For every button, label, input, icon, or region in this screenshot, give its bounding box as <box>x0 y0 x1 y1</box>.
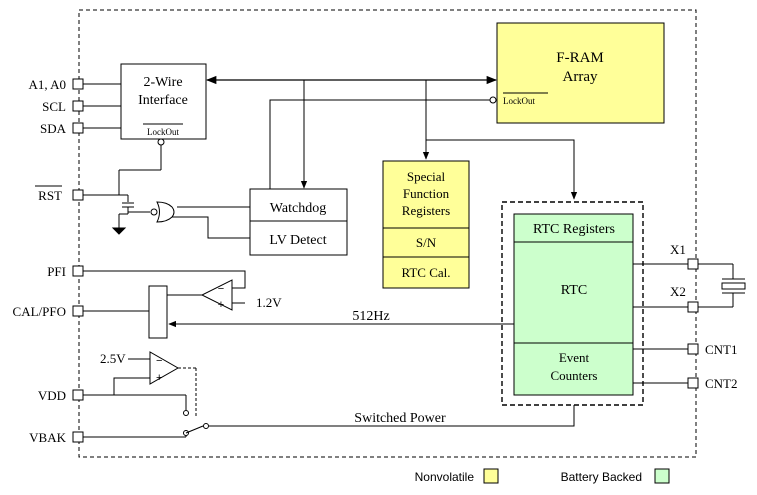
watchdog-block: Watchdog <box>249 188 348 222</box>
event-counters-block: Event Counters <box>513 342 634 396</box>
two-wire-lockout: LockOut <box>147 127 179 137</box>
pin-cnt1-label: CNT1 <box>705 342 738 357</box>
legend-nonvolatile-label: Nonvolatile <box>415 470 475 484</box>
fram-lockout-bubble <box>489 96 497 104</box>
two-wire-pin-wires <box>83 83 121 129</box>
rtc-pin-wires <box>633 263 688 384</box>
pin-a1a0: A1, A0 <box>28 77 84 92</box>
two-wire-line2: Interface <box>138 93 188 108</box>
sfr-block: Special Function Registers S/N RTC Cal. <box>382 160 470 289</box>
pin-rst-label: RST <box>38 188 62 203</box>
fram-line2: Array <box>563 69 598 85</box>
legend-nonvolatile-swatch <box>483 468 499 484</box>
pin-cnt2-label: CNT2 <box>705 376 738 391</box>
pin-scl-label: SCL <box>42 99 66 114</box>
event-counters-line2: Counters <box>551 368 598 383</box>
pin-a1a0-label: A1, A0 <box>28 77 66 92</box>
pin-vdd: VDD <box>38 388 84 403</box>
legend: Nonvolatile Battery Backed <box>415 468 670 484</box>
v12-label: 1.2V <box>256 295 282 310</box>
bus-to-rtc-arrow <box>426 139 578 200</box>
sfr-rtc-cal: RTC Cal. <box>401 265 450 280</box>
vdd-wires <box>83 358 197 438</box>
pin-sda: SDA <box>40 121 84 136</box>
pin-vdd-label: VDD <box>38 388 66 403</box>
lv-detect-block: LV Detect <box>249 220 348 256</box>
pin-pfi-label: PFI <box>47 264 66 279</box>
chip-boundary <box>78 9 697 458</box>
hz512-label: 512Hz <box>352 309 389 324</box>
rtc-registers-label: RTC Registers <box>533 222 615 237</box>
pin-cnt1: CNT1 <box>687 342 738 357</box>
pin-x1: X1 <box>670 242 699 270</box>
legend-battery-backed-swatch <box>654 468 670 484</box>
crystal <box>698 263 746 308</box>
legend-battery-backed-label: Battery Backed <box>561 470 642 484</box>
fram-line1: F-RAM <box>556 50 604 66</box>
fram-array-block: F-RAM Array LockOut <box>496 22 665 124</box>
lv-detect-label: LV Detect <box>269 233 326 248</box>
pin-vbak-label: VBAK <box>29 430 66 445</box>
power-switch <box>183 410 209 436</box>
pin-x1-label: X1 <box>670 242 686 257</box>
pin-rst: RST <box>35 185 84 203</box>
svg-text:−: − <box>218 283 224 295</box>
vdd-comparator: − + <box>149 351 180 385</box>
pin-x2-label: X2 <box>670 284 686 299</box>
pin-sda-label: SDA <box>40 121 67 136</box>
sfr-line1: Special <box>407 169 446 184</box>
pin-calpfo-label: CAL/PFO <box>13 304 66 319</box>
reset-driver <box>83 170 250 239</box>
pin-pfi: PFI <box>47 264 84 279</box>
pin-x2: X2 <box>670 284 699 313</box>
pin-vbak: VBAK <box>29 430 84 445</box>
two-wire-line1: 2-Wire <box>143 75 182 90</box>
sfr-line3: Registers <box>402 203 450 218</box>
sfr-sn: S/N <box>416 235 437 250</box>
fram-lockout: LockOut <box>503 96 535 106</box>
switched-power-wire <box>209 405 575 427</box>
watchdog-label: Watchdog <box>270 201 326 216</box>
svg-text:−: − <box>156 355 162 367</box>
pin-scl: SCL <box>42 99 84 114</box>
v25-label: 2.5V <box>100 351 126 366</box>
two-wire-lockout-bubble <box>157 138 165 146</box>
battery-backed-boundary <box>501 201 644 406</box>
fram-lockout-wire <box>269 99 490 190</box>
pfi-wires <box>83 270 246 304</box>
event-counters-line1: Event <box>559 350 590 365</box>
svg-text:+: + <box>218 299 224 311</box>
output-mux <box>148 285 168 339</box>
rtc-registers-block: RTC Registers <box>513 213 634 243</box>
two-wire-interface-block: 2-Wire Interface LockOut <box>120 63 207 140</box>
pfi-comparator: − + <box>200 279 233 311</box>
rtc-label: RTC <box>561 283 587 298</box>
svg-text:+: + <box>156 372 162 384</box>
rtc-block: RTC <box>513 241 634 344</box>
sfr-line2: Function <box>403 186 450 201</box>
pin-cnt2: CNT2 <box>687 376 738 391</box>
pin-calpfo: CAL/PFO <box>13 304 84 319</box>
switched-power-label: Switched Power <box>354 411 446 426</box>
